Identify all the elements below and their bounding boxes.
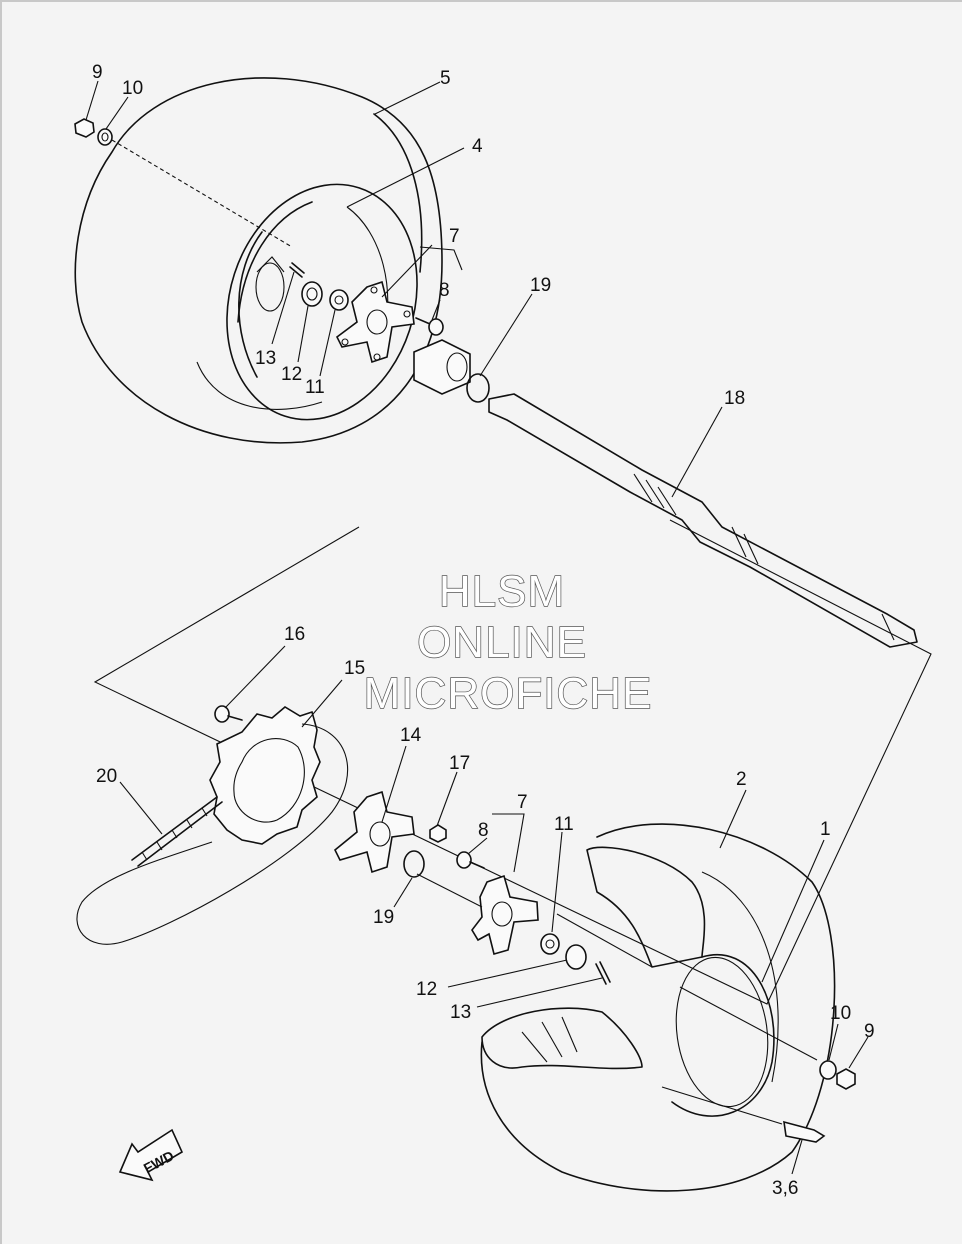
callout-12-upper: 12 <box>281 364 302 385</box>
callout-3-6: 3,6 <box>772 1178 798 1199</box>
frame-outline <box>93 519 932 1005</box>
callout-7-upper: 7 <box>449 226 460 247</box>
callout-19-upper: 19 <box>530 275 551 296</box>
callout-9-upper: 9 <box>92 62 103 83</box>
axle-shaft <box>488 393 918 648</box>
callout-14: 14 <box>400 725 422 746</box>
watermark-line-3: MICROFICHE <box>364 669 653 718</box>
callout-12-lower: 12 <box>416 979 437 1000</box>
callout-13-upper: 13 <box>255 348 276 369</box>
callout-10-upper: 10 <box>122 78 143 99</box>
callout-11-upper: 11 <box>305 377 325 398</box>
callout-1: 1 <box>820 819 831 840</box>
watermark: HLSM ONLINE MICROFICHE <box>363 566 653 718</box>
callout-labels-upper: 9 10 5 4 7 8 19 18 13 12 11 <box>92 62 745 409</box>
upper-wheel <box>74 77 443 444</box>
watermark-line-2: ONLINE <box>417 618 587 667</box>
callout-11-lower: 11 <box>554 814 574 835</box>
callout-13-lower: 13 <box>450 1002 471 1023</box>
lower-hub-parts <box>333 790 611 985</box>
callout-2: 2 <box>736 769 747 790</box>
callout-17: 17 <box>449 753 470 774</box>
callout-8-lower: 8 <box>478 820 489 841</box>
callout-9-lower: 9 <box>864 1021 875 1042</box>
callout-8-upper: 8 <box>439 280 450 301</box>
leader-lines <box>85 80 869 1175</box>
callout-15: 15 <box>344 658 365 679</box>
callout-20: 20 <box>96 766 117 787</box>
sprocket-assembly <box>76 705 349 945</box>
callout-labels-lower: 16 15 20 14 17 7 8 11 2 1 19 12 13 10 9 … <box>96 624 875 1199</box>
lower-wheel <box>480 823 856 1192</box>
callout-7-lower: 7 <box>517 792 528 813</box>
callout-16: 16 <box>284 624 305 645</box>
watermark-line-1: HLSM <box>439 567 565 616</box>
callout-19-lower: 19 <box>373 907 394 928</box>
callout-18: 18 <box>724 388 745 409</box>
fwd-arrow: FWD <box>118 1128 184 1182</box>
callout-4: 4 <box>472 136 483 157</box>
upper-hub-parts <box>74 118 490 403</box>
callout-5: 5 <box>440 68 451 89</box>
callout-10-lower: 10 <box>830 1003 851 1024</box>
